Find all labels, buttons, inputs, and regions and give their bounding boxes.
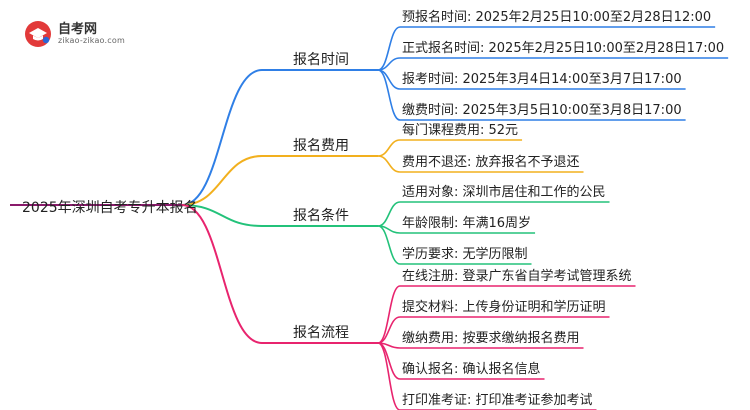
leaf-label: 适用对象: 深圳市居住和工作的公民 <box>402 184 606 200</box>
branch-to-leaf-link <box>377 316 401 344</box>
leaf-label: 缴纳费用: 按要求缴纳报名费用 <box>402 330 580 346</box>
branch-label: 报名费用 <box>293 138 349 154</box>
leaf-label: 打印准考证: 打印准考证参加考试 <box>402 392 593 408</box>
leaf-label: 每门课程费用: 52元 <box>402 122 518 138</box>
branch-label: 报名条件 <box>293 207 349 224</box>
leaf-label: 报考时间: 2025年3月4日14:00至3月7日17:00 <box>402 72 682 87</box>
leaf-label: 提交材料: 上传身份证明和学历证明 <box>402 299 606 315</box>
branch-label: 报名流程 <box>293 325 349 341</box>
leaf-label: 缴费时间: 2025年3月5日10:00至3月8日17:00 <box>402 103 682 118</box>
mindmap-branches: 报名时间 预报名时间: 2025年2月25日10:00至2月28日12:00 正式报… <box>293 9 724 408</box>
root-to-branch-link <box>181 204 263 344</box>
mindmap-links <box>10 26 729 410</box>
leaf-label: 确认报名: 确认报名信息 <box>402 361 541 377</box>
leaf-label: 在线注册: 登录广东省自学考试管理系统 <box>402 268 632 284</box>
logo-url: zikao-zikao.com <box>58 36 125 45</box>
branch-to-leaf-link <box>377 139 401 157</box>
leaf-label: 费用不退还: 放弃报名不予退还 <box>402 154 580 170</box>
site-logo: 自考网 zikao-zikao.com <box>24 16 144 50</box>
root-topic: 2025年深圳自考专升本报名 <box>22 200 198 216</box>
graduation-cap-logo-icon <box>25 21 51 47</box>
leaf-label: 学历要求: 无学历限制 <box>402 246 528 262</box>
branch-to-leaf-link <box>377 26 401 71</box>
leaf-label: 年龄限制: 年满16周岁 <box>402 216 531 231</box>
root-to-branch-link <box>181 155 263 206</box>
root-to-branch-link <box>181 69 263 206</box>
branch-to-leaf-link <box>377 225 401 265</box>
branch-to-leaf-link <box>377 69 401 121</box>
branch-to-leaf-link <box>377 342 401 410</box>
leaf-label: 正式报名时间: 2025年2月25日10:00至2月28日17:00 <box>402 40 724 56</box>
logo-name: 自考网 <box>58 22 98 37</box>
branch-to-leaf-link <box>377 201 401 227</box>
branch-to-leaf-link <box>377 155 401 173</box>
leaf-label: 预报名时间: 2025年2月25日10:00至2月28日12:00 <box>402 9 711 25</box>
branch-to-leaf-link <box>377 285 401 344</box>
branch-label: 报名时间 <box>293 52 349 68</box>
root-to-branch-link <box>181 204 263 227</box>
